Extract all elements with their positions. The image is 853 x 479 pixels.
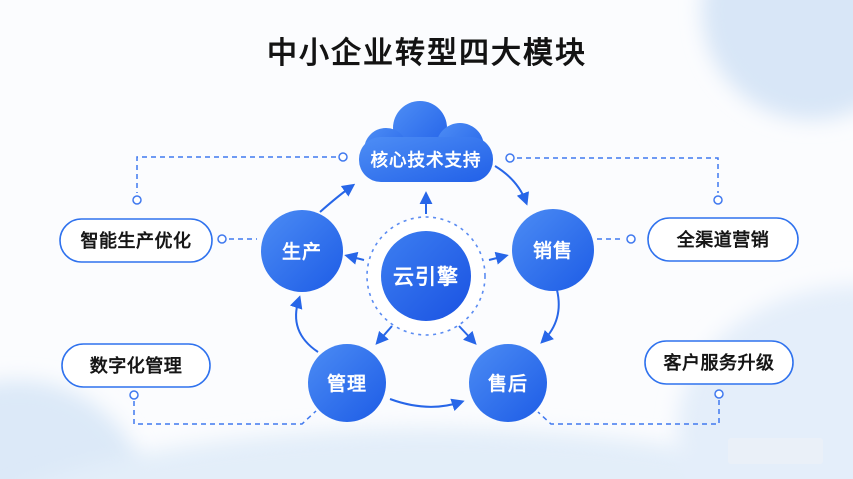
arrow-production-to-cloud	[319, 183, 356, 213]
aftersales-label: 售后	[487, 372, 528, 395]
pill-customer-service: 客户服务升级	[644, 340, 794, 385]
pill-shape	[59, 218, 213, 263]
sales-circle	[512, 209, 594, 291]
engine-label: 云引擎	[393, 266, 459, 289]
management-label: 管理	[327, 372, 367, 395]
background-blob-bottom-left	[0, 380, 146, 479]
pill-digital-management: 数字化管理	[61, 343, 211, 388]
engine-circle	[381, 231, 471, 321]
node-management: 管理	[308, 344, 386, 422]
sales-label: 销售	[533, 239, 573, 262]
connector-dots	[129, 152, 724, 400]
production-circle	[261, 210, 343, 292]
arrow-cloud-to-sales	[494, 165, 529, 206]
pill-label: 全渠道营销	[676, 229, 770, 250]
connector-dot	[132, 195, 142, 205]
connector-cloud-to-pill-left	[136, 156, 336, 193]
connector-dot	[129, 390, 139, 400]
watermark	[728, 438, 823, 464]
management-circle	[308, 344, 386, 422]
pill-omnichannel-marketing: 全渠道营销	[647, 217, 799, 262]
pill-label: 智能生产优化	[81, 230, 192, 251]
center-engine-node: 云引擎	[366, 216, 486, 336]
pill-label: 客户服务升级	[664, 352, 775, 373]
cloud-node: 核心技术支持	[359, 101, 493, 182]
connector-pill-to-management	[133, 401, 317, 425]
connector-dot	[505, 153, 515, 163]
node-aftersales: 售后	[469, 344, 547, 422]
arrow-sales-to-aftersales	[540, 289, 560, 344]
center-arrows	[344, 191, 509, 345]
arrow-center-to-sales	[488, 251, 509, 265]
arrow-management-to-aftersales	[389, 398, 465, 412]
module-nodes: 生产 销售 管理 售后	[261, 209, 594, 422]
background-band-bottom	[46, 428, 814, 479]
connector-cloud-to-pill-right	[517, 157, 719, 193]
node-sales: 销售	[512, 209, 594, 291]
arrow-management-to-production	[289, 295, 319, 353]
pill-shape	[647, 217, 799, 262]
connector-pill-to-aftersales	[537, 400, 720, 425]
arrow-center-to-production	[344, 251, 365, 265]
connector-dot	[626, 234, 636, 244]
dashed-connectors	[133, 156, 720, 425]
connector-dot	[714, 389, 724, 399]
arrow-center-to-aftersales	[458, 325, 477, 345]
side-pills: 智能生产优化 全渠道营销 数字化管理 客户服务升级	[59, 217, 799, 388]
node-production: 生产	[261, 210, 343, 292]
connector-dot	[217, 234, 227, 244]
cloud-icon	[359, 101, 493, 182]
pill-label: 数字化管理	[90, 355, 183, 376]
connector-dot	[338, 152, 348, 162]
arrow-center-to-management	[375, 325, 393, 345]
page-title: 中小企业转型四大模块	[267, 36, 587, 70]
cycle-arrows	[289, 165, 560, 412]
pill-shape	[61, 343, 211, 388]
pill-production-optimization: 智能生产优化	[59, 218, 213, 263]
background-blob-top-right	[702, 0, 853, 120]
cloud-label: 核心技术支持	[371, 150, 482, 170]
connector-dot	[713, 195, 723, 205]
production-label: 生产	[282, 240, 322, 263]
aftersales-circle	[469, 344, 547, 422]
pill-shape	[644, 340, 794, 385]
